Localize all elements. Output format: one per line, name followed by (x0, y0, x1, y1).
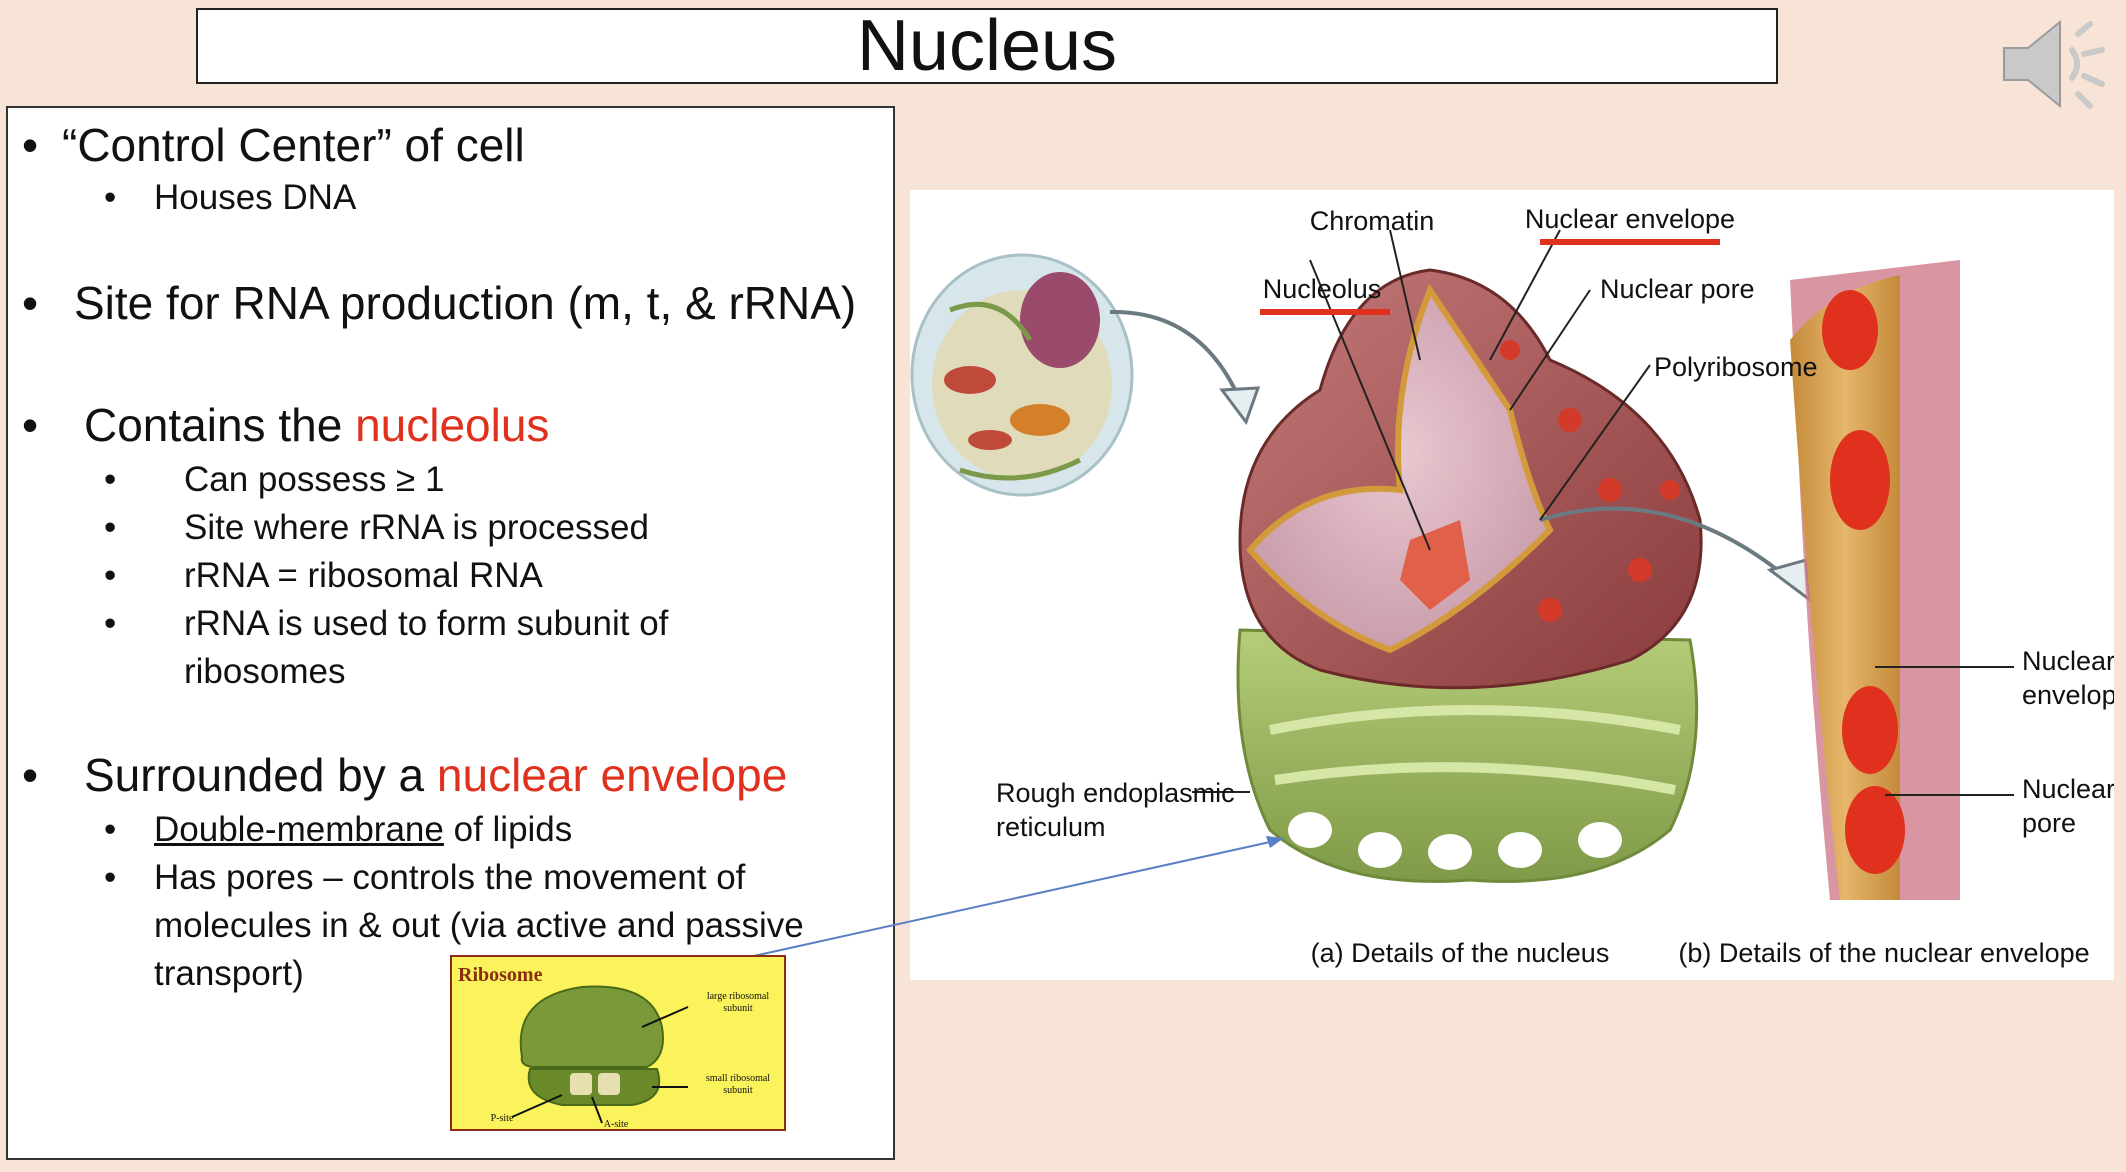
highlight-nuclear-envelope: nuclear envelope (436, 749, 788, 801)
sub-bullet-pores-line1: Has pores – controls the movement of (154, 858, 746, 897)
double-membrane-rest: of lipids (443, 810, 573, 849)
label-small-subunit-line1: small ribosomal (706, 1073, 770, 1084)
bullet-dot: • (22, 749, 39, 801)
bullet-contains-text: Contains the (84, 399, 356, 451)
slide-title: Nucleus (856, 6, 1118, 86)
sub-bullet-pores-line3: transport) (154, 954, 304, 993)
sub-bullet-dot: • (104, 604, 117, 643)
bullet-dot: • (22, 277, 39, 329)
caption-details-envelope: (b) Details of the nuclear envelope (1678, 938, 2089, 968)
sub-bullet-dot: • (104, 178, 117, 217)
sub-bullet-subunit-line1: rRNA is used to form subunit of (184, 604, 669, 643)
bullet-dot: • (22, 119, 39, 171)
label-large-subunit-line1: large ribosomal (707, 991, 770, 1002)
underlined-double-membrane: Double-membrane (154, 810, 444, 849)
label-a-site: A-site (604, 1119, 629, 1129)
label-large-subunit-line2: subunit (723, 1003, 753, 1014)
label-polyribosome: Polyribosome (1654, 352, 1818, 382)
caption-details-nucleus: (a) Details of the nucleus (1311, 938, 1610, 968)
label-p-site: P-site (491, 1113, 514, 1124)
ribosome-inset: Ribosome large ribosomal subunit small r… (450, 955, 786, 1131)
sub-bullet-dot: • (104, 460, 117, 499)
sub-bullet-rrna-def: rRNA = ribosomal RNA (184, 556, 543, 595)
sub-bullet-double-membrane: Double-membrane of lipids (154, 810, 572, 850)
sub-bullet-dot: • (104, 556, 117, 595)
cell-overview-icon (910, 253, 1134, 497)
bullet-contains-nucleolus: Contains the nucleolus (84, 398, 549, 452)
bullet-rna-site: Site for RNA production (m, t, & rRNA) (74, 277, 857, 329)
label-ne-right-line2: envelope (2022, 680, 2114, 710)
label-rer-line1: Rough endoplasmic (996, 778, 1235, 808)
label-chromatin: Chromatin (1310, 206, 1435, 236)
nucleus-diagram: Chromatin Nuclear envelope Nucleolus Nuc… (910, 190, 2126, 980)
bullet-control-center: “Control Center” of cell (62, 119, 525, 171)
sub-bullet-possess: Can possess ≥ 1 (184, 460, 445, 499)
bullet-dot: • (22, 399, 39, 451)
highlight-nucleolus: nucleolus (355, 399, 550, 451)
label-nucleolus: Nucleolus (1263, 274, 1382, 304)
label-rer-line2: reticulum (996, 812, 1106, 842)
ribosome-title: Ribosome (458, 964, 543, 986)
label-np-right-line1: Nuclear (2022, 774, 2114, 804)
sub-bullet-dot: • (104, 810, 117, 849)
slide-title-box: Nucleus (196, 8, 1778, 84)
ribosome-illustration: Ribosome large ribosomal subunit small r… (458, 964, 770, 1130)
sub-bullet-subunit-line2: ribosomes (184, 652, 346, 691)
bullet-surrounded: Surrounded by a nuclear envelope (84, 748, 787, 802)
label-np-right-line2: pore (2022, 808, 2076, 838)
sub-bullet-processed: Site where rRNA is processed (184, 508, 649, 547)
nucleus-illustration: Chromatin Nuclear envelope Nucleolus Nuc… (910, 204, 2126, 968)
speaker-icon[interactable] (1998, 14, 2110, 114)
sub-bullet-dot: • (104, 858, 117, 897)
label-nuclear-envelope: Nuclear envelope (1525, 204, 1735, 234)
sub-bullet-pores-line2: molecules in & out (via active and passi… (154, 906, 804, 945)
sub-bullet-houses-dna: Houses DNA (154, 178, 357, 217)
sub-bullet-dot: • (104, 508, 117, 547)
label-nuclear-pore: Nuclear pore (1600, 274, 1755, 304)
bullet-surrounded-text: Surrounded by a (84, 749, 437, 801)
label-small-subunit-line2: subunit (723, 1085, 753, 1096)
label-ne-right-line1: Nuclear (2022, 646, 2114, 676)
